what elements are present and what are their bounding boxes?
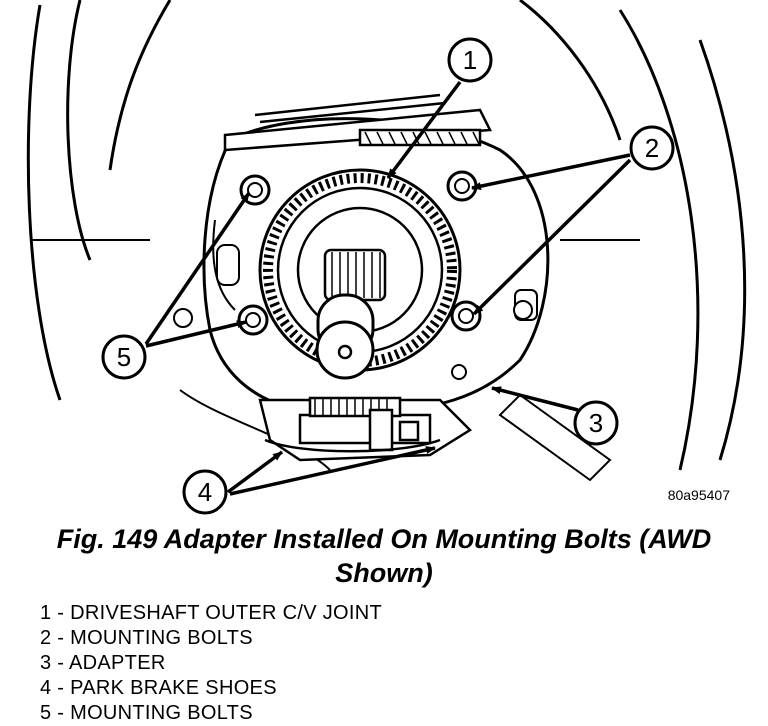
image-code: 80a95407 xyxy=(668,487,731,503)
legend-item: 4 - PARK BRAKE SHOES xyxy=(40,676,382,701)
legend-text: - ADAPTER xyxy=(57,652,166,674)
svg-text:5: 5 xyxy=(117,342,131,372)
legend-text: - MOUNTING BOLTS xyxy=(57,702,253,724)
legend-number: 5 xyxy=(40,702,52,724)
svg-text:4: 4 xyxy=(198,477,212,507)
caption-line-1: Fig. 149 Adapter Installed On Mounting B… xyxy=(56,524,712,554)
legend-number: 1 xyxy=(40,602,52,624)
legend-item: 2 - MOUNTING BOLTS xyxy=(40,626,382,651)
legend-text: - MOUNTING BOLTS xyxy=(57,627,253,649)
adapter-diagram: 1 2 3 4 5 80a95407 xyxy=(26,0,747,515)
svg-text:2: 2 xyxy=(645,133,659,163)
svg-text:3: 3 xyxy=(589,408,603,438)
driveshaft-cv-joint xyxy=(258,168,462,380)
park-brake-shoes xyxy=(223,93,492,462)
legend-text: - PARK BRAKE SHOES xyxy=(57,677,277,699)
callout-4: 4 xyxy=(182,469,228,515)
svg-text:1: 1 xyxy=(463,45,477,75)
caption-line-2: Shown) xyxy=(335,558,433,588)
legend-text: - DRIVESHAFT OUTER C/V JOINT xyxy=(57,602,383,624)
legend-number: 4 xyxy=(40,677,52,699)
legend-number: 3 xyxy=(40,652,52,674)
callout-2: 2 xyxy=(629,125,675,171)
leader-lines xyxy=(144,80,632,496)
callout-5: 5 xyxy=(101,334,147,380)
callout-1: 1 xyxy=(447,37,493,83)
legend-list: 1 - DRIVESHAFT OUTER C/V JOINT 2 - MOUNT… xyxy=(40,601,382,726)
figure-caption: Fig. 149 Adapter Installed On Mounting B… xyxy=(0,522,768,590)
legend-item: 3 - ADAPTER xyxy=(40,651,382,676)
legend-number: 2 xyxy=(40,627,52,649)
callout-3: 3 xyxy=(573,400,619,446)
legend-item: 5 - MOUNTING BOLTS xyxy=(40,701,382,726)
legend-item: 1 - DRIVESHAFT OUTER C/V JOINT xyxy=(40,601,382,626)
